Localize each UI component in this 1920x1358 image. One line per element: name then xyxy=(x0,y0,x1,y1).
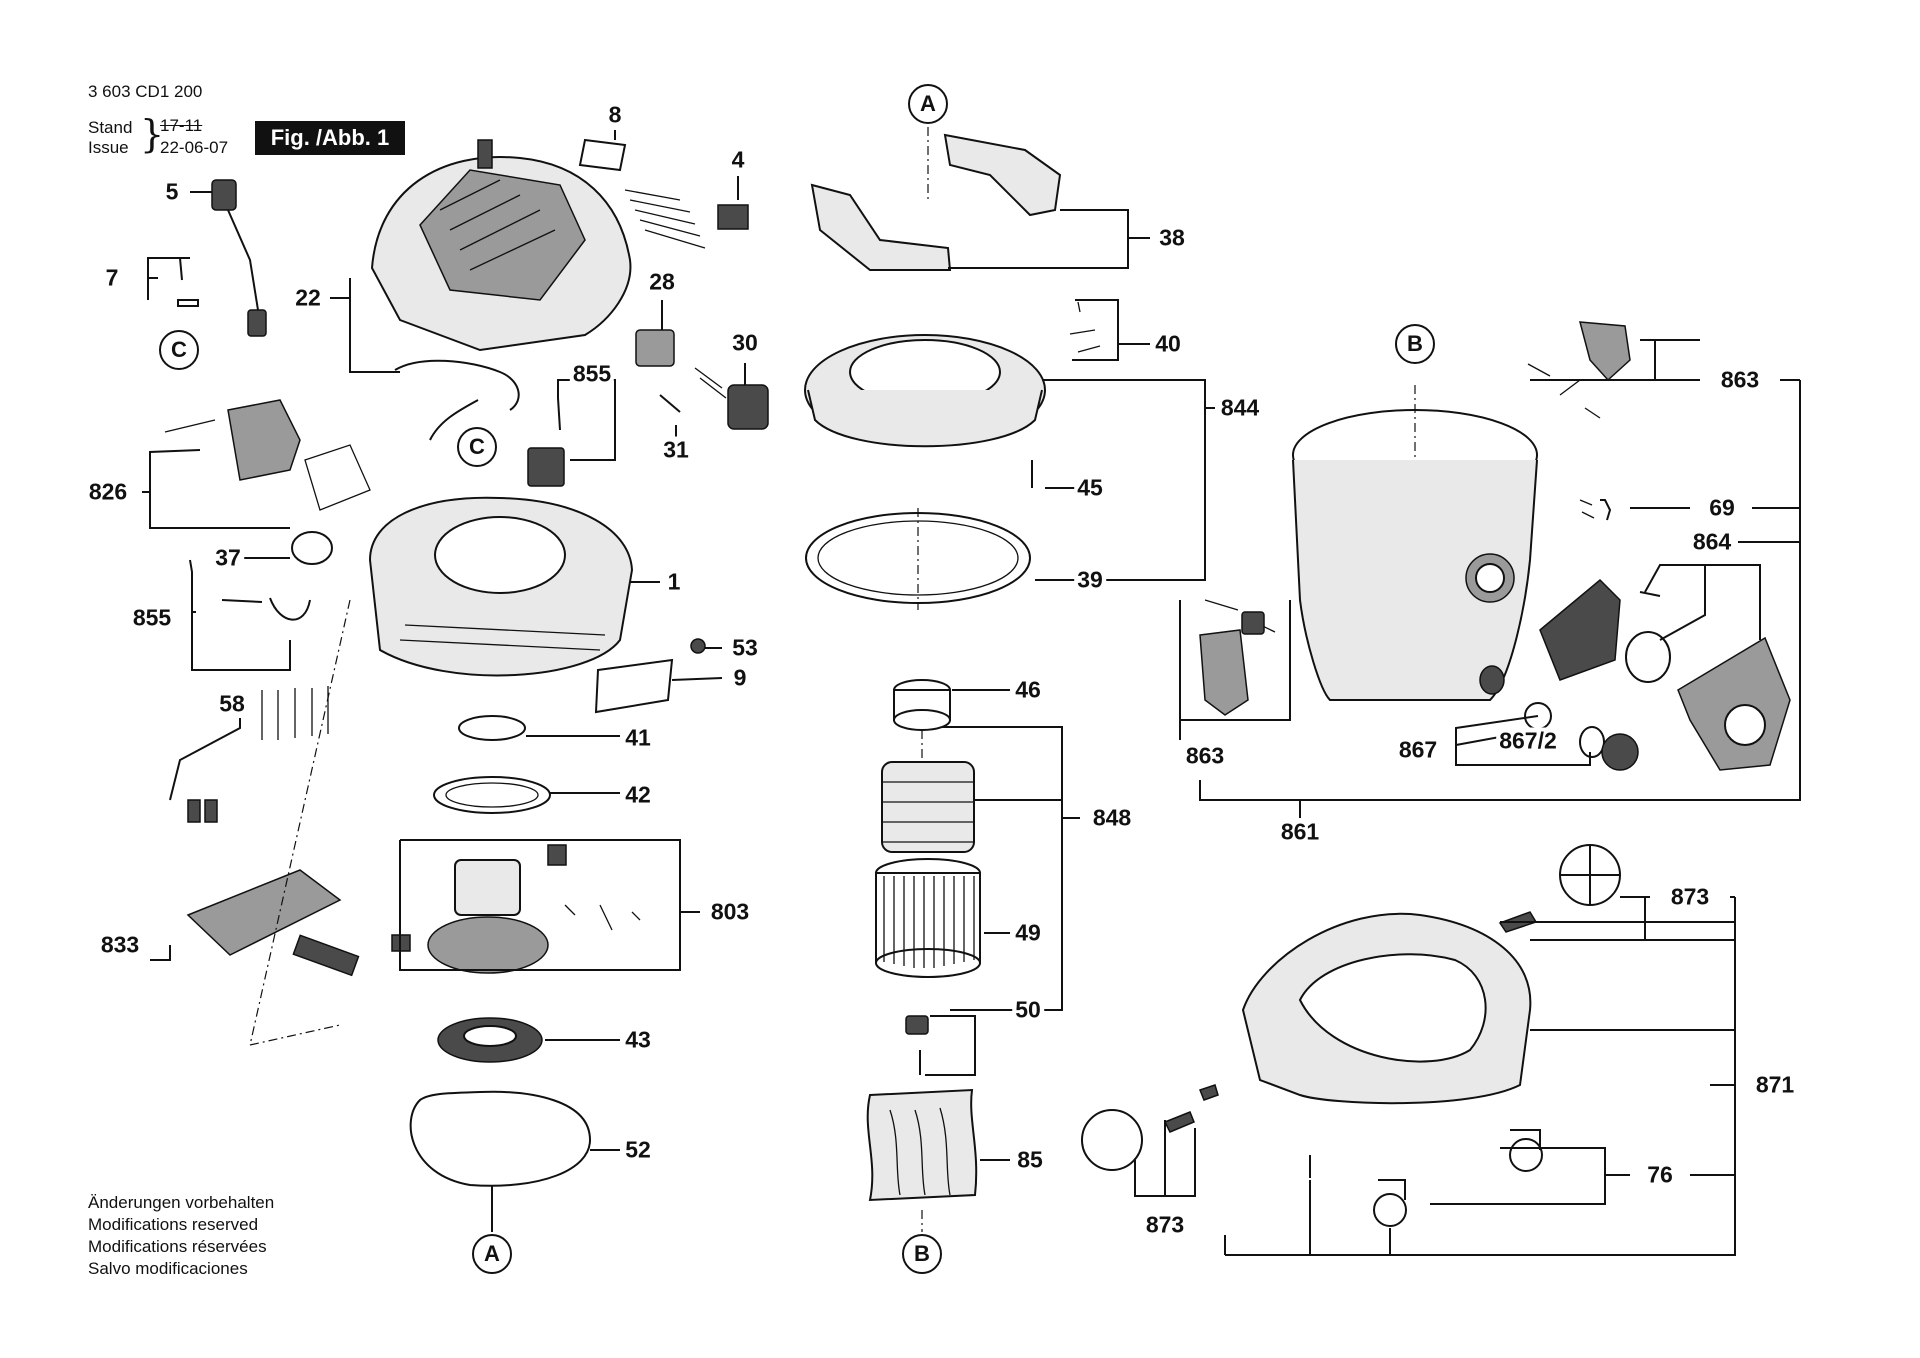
part-label-42: 42 xyxy=(622,781,654,809)
part-label-53: 53 xyxy=(729,634,761,662)
caster-wheels xyxy=(1373,1129,1543,1227)
reference-marker-c-left: C xyxy=(159,330,199,370)
part-label-58: 58 xyxy=(216,690,248,718)
part-label-864: 864 xyxy=(1689,528,1735,556)
reference-marker-b-container: B xyxy=(1395,324,1435,364)
part-label-22: 22 xyxy=(292,284,324,312)
part-label-38: 38 xyxy=(1156,224,1188,252)
screw-seven xyxy=(172,257,199,307)
foam-piece-upper xyxy=(943,133,1062,217)
part-label-37: 37 xyxy=(212,544,244,572)
foam-piece-lower xyxy=(810,183,952,271)
footer-line-english: Modifications reserved xyxy=(88,1215,259,1234)
reference-marker-b-bottom: B xyxy=(902,1234,942,1274)
part-label-855-clamp: 855 xyxy=(129,604,175,632)
modifications-note: Änderungen vorbehalten Modifications res… xyxy=(88,1192,274,1280)
part-label-9: 9 xyxy=(730,664,750,692)
motor-housing xyxy=(368,496,634,677)
filter-grid xyxy=(164,399,371,511)
footer-line-french: Modifications réservées xyxy=(88,1237,267,1256)
part-label-867: 867 xyxy=(1395,736,1441,764)
gasket-ring xyxy=(409,1090,592,1187)
stand-label: Stand xyxy=(88,118,133,137)
footer-line-spanish: Salvo modificaciones xyxy=(88,1259,248,1278)
stand-date: 17-11 xyxy=(160,116,203,135)
part-label-69: 69 xyxy=(1706,494,1738,522)
reference-marker-a-top: A xyxy=(908,84,948,124)
part-label-863-top: 863 xyxy=(1717,366,1763,394)
trolley-base xyxy=(1241,912,1532,1105)
part-label-5: 5 xyxy=(162,178,182,206)
top-cover-part xyxy=(370,139,632,352)
dust-container xyxy=(1292,409,1538,701)
brace-glyph: } xyxy=(140,112,165,156)
inlet-plate xyxy=(1539,578,1621,681)
document-number: 3 603 CD1 200 xyxy=(88,82,203,101)
part-label-45: 45 xyxy=(1074,474,1106,502)
part-label-873-bottom: 873 xyxy=(1142,1211,1188,1239)
footer-line-german: Änderungen vorbehalten xyxy=(88,1193,275,1212)
part-label-863-bottom: 863 xyxy=(1182,742,1228,770)
part-label-873-top: 873 xyxy=(1667,883,1713,911)
part-label-8: 8 xyxy=(605,101,625,129)
motor-part xyxy=(391,844,641,974)
reference-marker-c-housing: C xyxy=(457,427,497,467)
part-label-39: 39 xyxy=(1074,566,1106,594)
part-label-85: 85 xyxy=(1014,1146,1046,1174)
part-label-4: 4 xyxy=(728,146,748,174)
brush-set xyxy=(624,189,749,249)
part-label-871: 871 xyxy=(1752,1071,1798,1099)
reference-marker-a-bottom: A xyxy=(472,1234,512,1274)
leader-lines-middle xyxy=(925,209,1215,1161)
leader-lines-right xyxy=(1134,339,1801,1256)
part-label-52: 52 xyxy=(622,1136,654,1164)
part-label-49: 49 xyxy=(1012,919,1044,947)
part-label-848: 848 xyxy=(1089,804,1135,832)
part-label-76: 76 xyxy=(1644,1161,1676,1189)
part-label-46: 46 xyxy=(1012,676,1044,704)
part-label-861: 861 xyxy=(1277,818,1323,846)
cartridge-filter xyxy=(875,858,981,978)
capacitor-part xyxy=(727,384,769,430)
part-label-40: 40 xyxy=(1152,330,1184,358)
hose-curve xyxy=(394,359,520,441)
part-label-844: 844 xyxy=(1217,394,1263,422)
part-label-43: 43 xyxy=(622,1026,654,1054)
part-label-855-top: 855 xyxy=(569,360,615,388)
dust-bag xyxy=(866,1088,978,1202)
power-cord xyxy=(211,179,267,337)
leader-lines-left xyxy=(142,130,746,1232)
part-label-833: 833 xyxy=(97,931,143,959)
part-label-826: 826 xyxy=(85,478,131,506)
latch-part xyxy=(1579,321,1631,382)
part-label-1: 1 xyxy=(664,568,684,596)
part-label-50: 50 xyxy=(1012,996,1044,1024)
part-label-31: 31 xyxy=(660,436,692,464)
part-label-803: 803 xyxy=(707,898,753,926)
part-label-28: 28 xyxy=(646,268,678,296)
part-label-867-2: 867/2 xyxy=(1496,727,1560,755)
issue-label: Issue xyxy=(88,138,129,157)
part-label-7: 7 xyxy=(102,264,122,292)
part-label-41: 41 xyxy=(622,724,654,752)
switch-part xyxy=(635,329,675,367)
issue-date: 22-06-07 xyxy=(160,138,229,157)
part-label-30: 30 xyxy=(729,329,761,357)
inlet-cover xyxy=(1677,636,1791,771)
container-lid xyxy=(804,334,1046,448)
figure-badge: Fig. /Abb. 1 xyxy=(255,121,405,155)
float-cage xyxy=(881,761,975,853)
label-sticker xyxy=(578,138,627,172)
wire-terminals xyxy=(187,686,329,823)
circuit-board xyxy=(186,869,360,977)
